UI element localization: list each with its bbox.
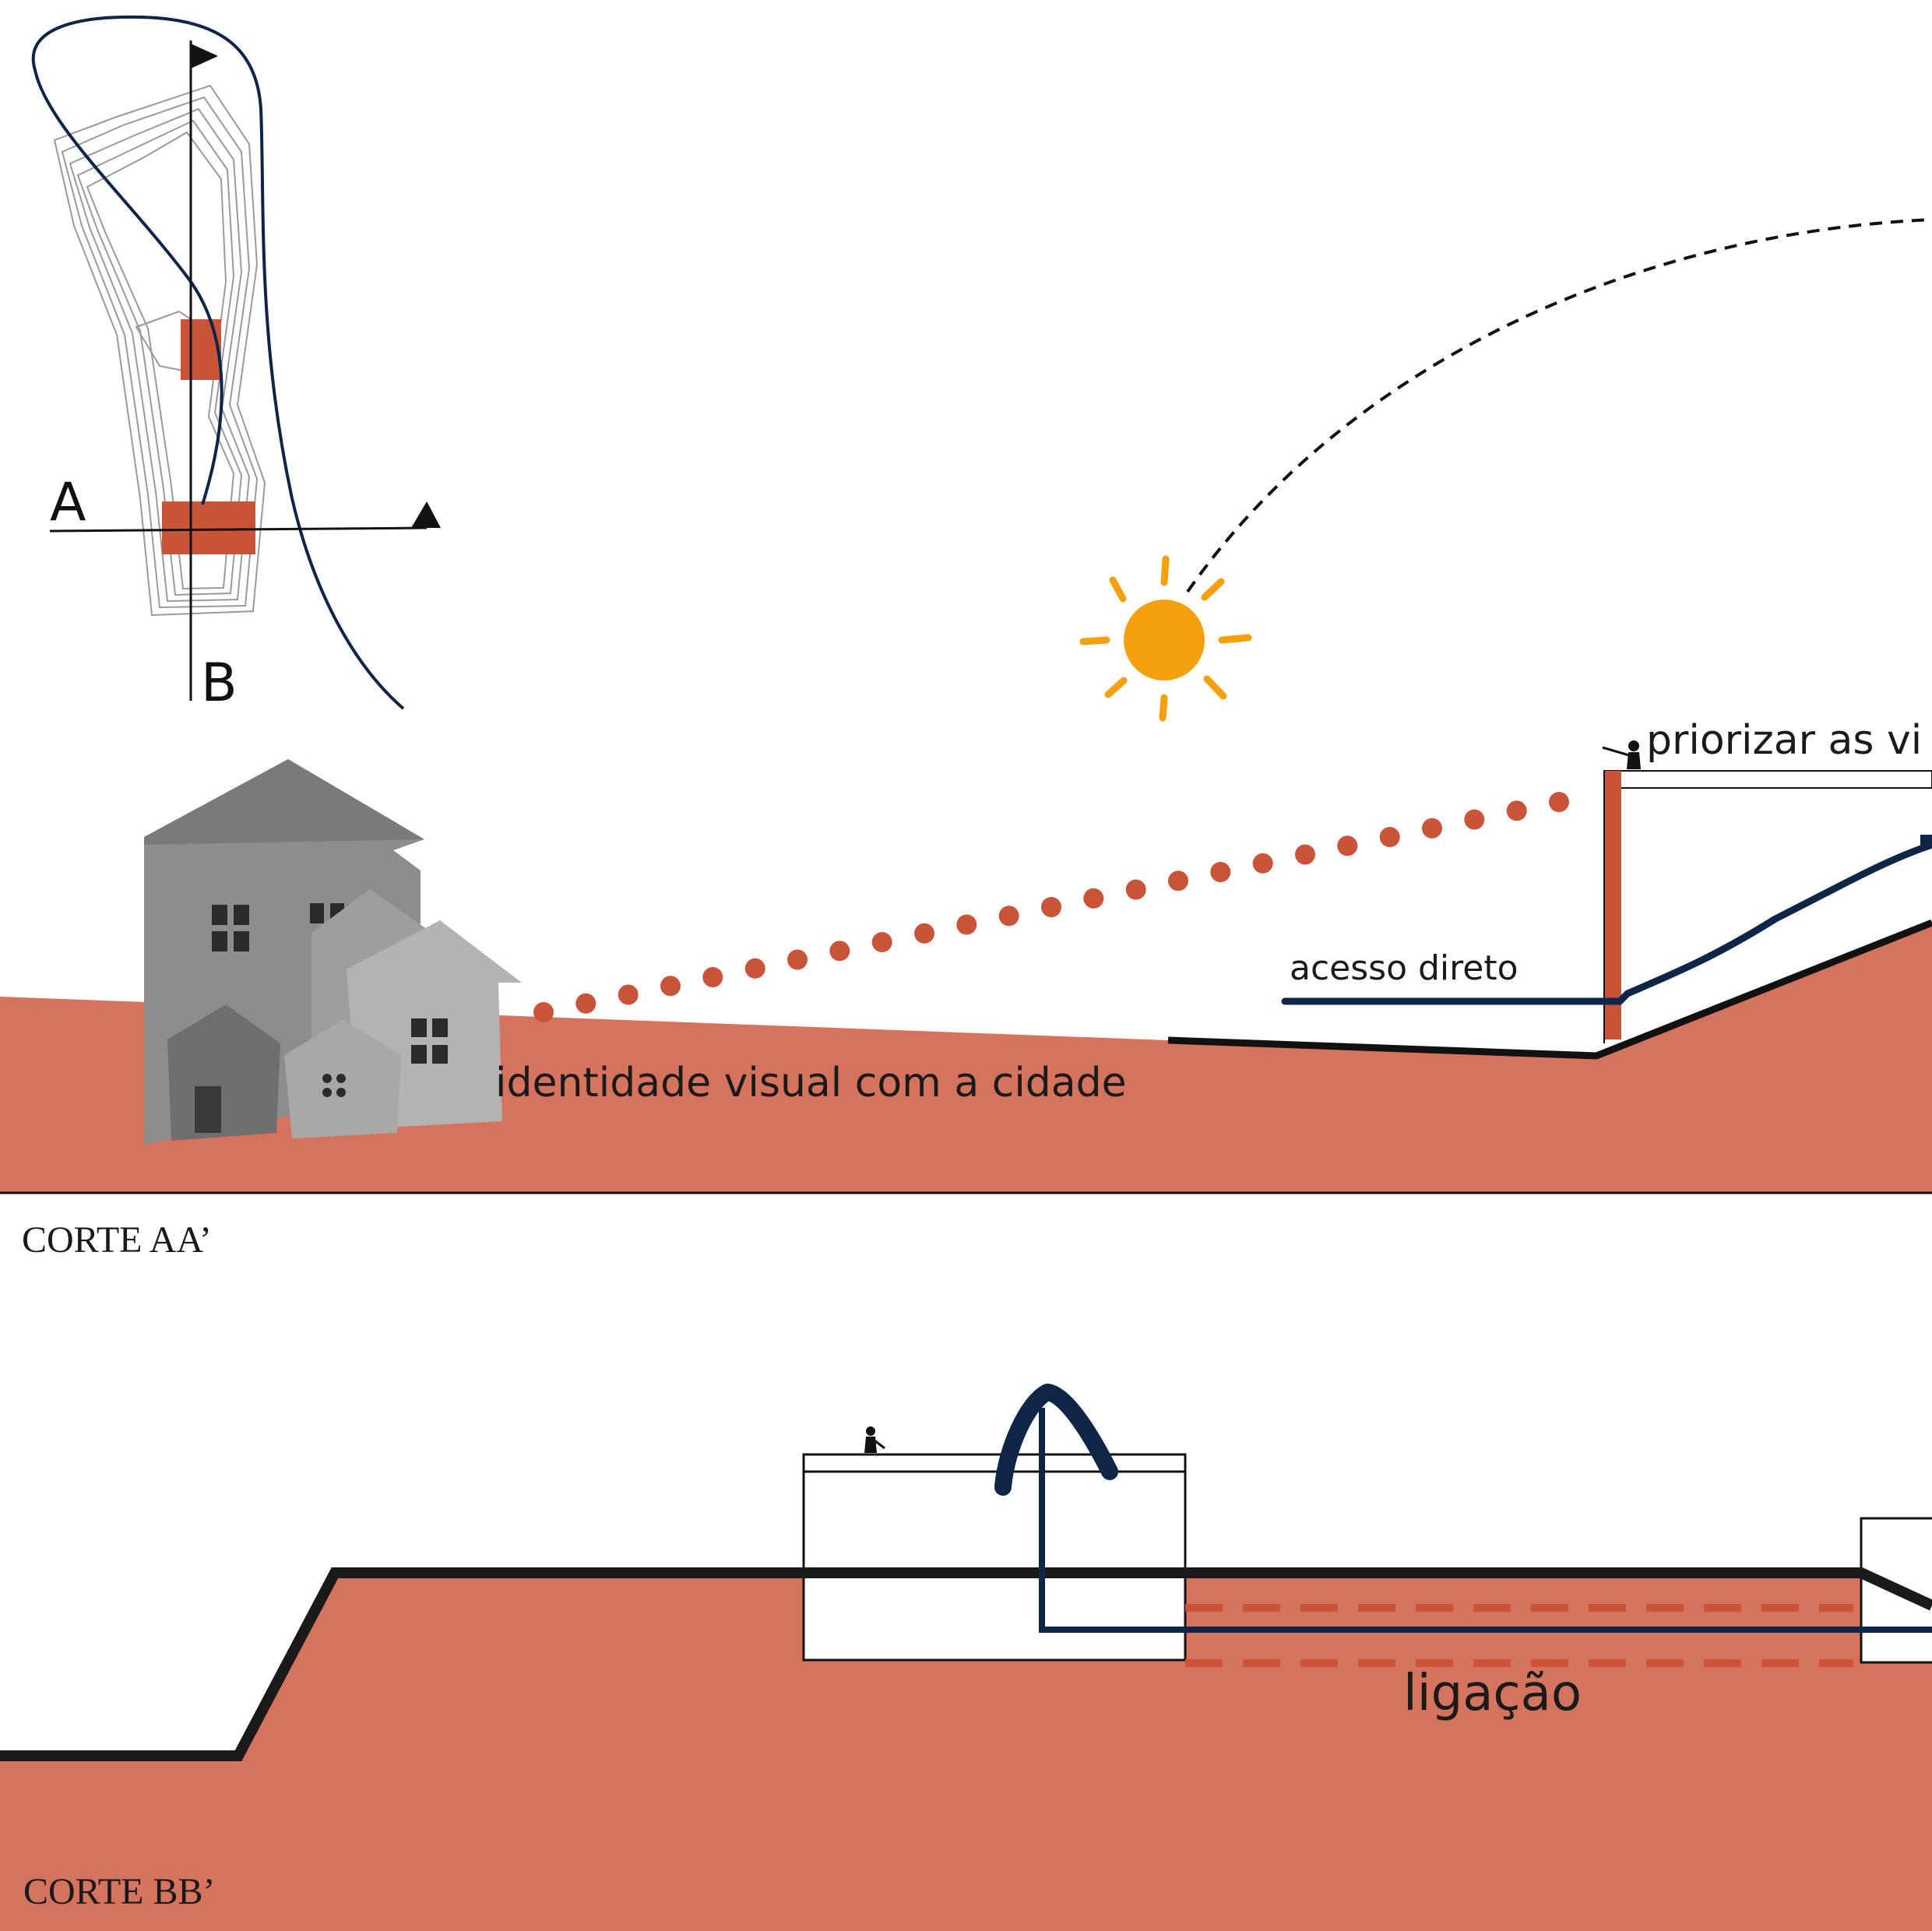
sightline-dot [533, 1002, 554, 1022]
sightline-dot [914, 923, 934, 944]
sightline-dot [1549, 792, 1569, 812]
building-volume-bb [802, 1571, 1187, 1662]
sightline-dot [1125, 879, 1146, 900]
sightline-dot [1379, 827, 1400, 847]
sightline-dot [1422, 818, 1442, 839]
ground-line-bb [0, 1567, 1932, 1761]
marker-a: A [50, 472, 86, 533]
sightline-dot [1083, 888, 1104, 909]
person-icon [1602, 740, 1641, 769]
label-access: acesso direto [1290, 948, 1519, 988]
section-line-a [49, 526, 428, 533]
caption-section-bb: CORTE BB’ [23, 1871, 215, 1912]
sightline-dot [1295, 844, 1315, 865]
sightline-dot [787, 949, 808, 970]
building-wall-aa [1604, 771, 1621, 1039]
sightline-dot [618, 984, 639, 1005]
sightline-dot [1210, 862, 1231, 882]
access-marker [1920, 835, 1932, 846]
sun-path-arc [1186, 218, 1932, 593]
sightline-dot [829, 941, 850, 962]
direction-flag-icon [191, 44, 218, 69]
connection-path [1039, 1408, 1932, 1633]
houses-image [144, 759, 522, 1145]
building-block-north [181, 319, 221, 380]
label-identity: identidade visual com a cidade [495, 1060, 1127, 1106]
sightline-dot [871, 932, 892, 952]
person-icon [864, 1426, 885, 1453]
label-link: ligação [1403, 1665, 1582, 1722]
direct-access-path [1281, 841, 1932, 1005]
key-plan: A B [31, 15, 441, 714]
sightline-dot [702, 967, 723, 987]
sightline-dot [1252, 853, 1273, 874]
route-curve [31, 15, 405, 710]
building-block-south [162, 501, 255, 554]
sightline-dots [533, 792, 1569, 1022]
up-arrow-icon [994, 1384, 1118, 1496]
sightline-dot [744, 958, 765, 979]
sightline-dot [1506, 800, 1527, 821]
caption-section-aa: CORTE AA’ [22, 1219, 212, 1261]
sun-icon [1079, 555, 1252, 722]
section-bb: ligação CORTE BB’ [0, 1384, 1932, 1931]
section-aa: identidade visual com a cidade acesso di… [0, 218, 1932, 1261]
direction-triangle-icon [411, 501, 441, 528]
building-roof-bb [802, 1453, 1187, 1574]
label-views: priorizar as vi [1646, 717, 1922, 764]
terrain-aa [0, 923, 1932, 1193]
sightline-dot [956, 914, 977, 935]
sightline-dot [998, 906, 1019, 927]
marker-b: B [201, 652, 238, 714]
sightline-dot [660, 976, 681, 997]
sightline-dot [1337, 835, 1358, 856]
sightline-dot [1464, 809, 1485, 830]
ground-line-aa [1167, 919, 1932, 1060]
building-outline-aa [1603, 770, 1932, 789]
sightline-dot [1041, 897, 1061, 917]
sightline-dot [575, 993, 596, 1014]
sightline-dot [1168, 871, 1188, 892]
